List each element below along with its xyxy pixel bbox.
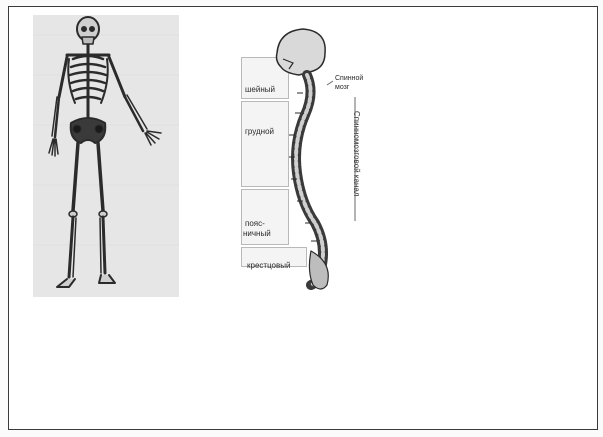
slide-frame: шейный грудной пояс- ничный крестцовый С…	[8, 6, 598, 430]
spinal-column-diagram: шейный грудной пояс- ничный крестцовый С…	[241, 23, 381, 293]
human-skeleton-illustration	[33, 15, 179, 297]
vertebral-column-drawing	[241, 23, 381, 293]
